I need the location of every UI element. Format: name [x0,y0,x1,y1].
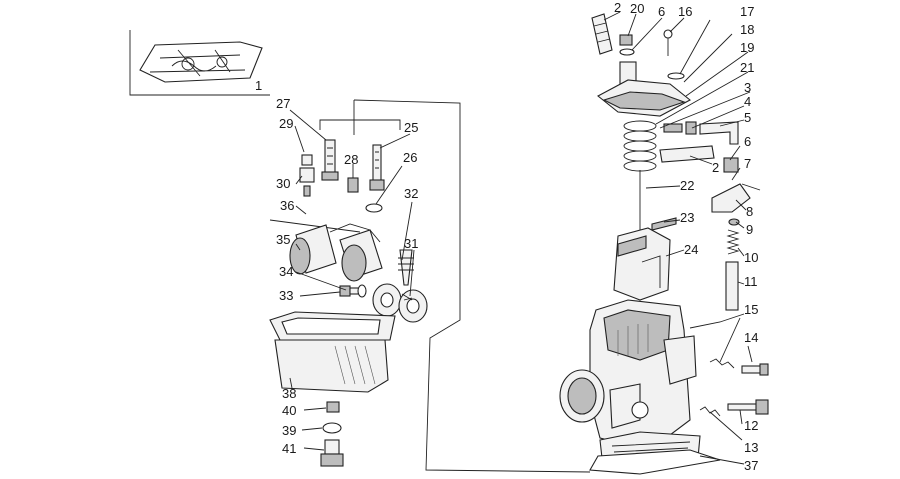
air-screw-14 [709,358,769,376]
callout-37: 37 [744,458,758,473]
needle-valve-part [299,154,315,197]
float-pin [269,219,361,233]
callout-14: 14 [744,330,758,345]
callout-30: 30 [276,176,290,191]
main-jet-part [321,139,339,181]
callout-38: 38 [282,386,296,401]
callout-27: 27 [276,96,290,111]
gasket-kit-drawing [139,41,263,83]
drain-screw-part [339,284,367,298]
callout-26: 26 [403,150,417,165]
leader-lines [289,11,753,465]
callout-10: 10 [744,250,758,265]
callout-24: 24 [684,242,698,257]
washer-39 [322,422,342,434]
callout-2-cable: 2 [712,160,719,175]
nut-4 [685,121,697,135]
grouping-lines [319,99,591,473]
carburetor-body-part [559,299,701,467]
float-part [289,223,383,282]
callout-7: 7 [744,156,751,171]
flange-gasket-37 [589,449,721,475]
nut-6b [723,157,739,173]
throttle-slide-part [613,227,671,301]
callout-19: 19 [740,40,754,55]
float-bowl-part [269,311,396,393]
callout-16: 16 [678,4,692,19]
diaphragm-discs-part [372,283,428,323]
callout-15: 15 [744,302,758,317]
callout-23: 23 [680,210,694,225]
callout-33: 33 [279,288,293,303]
callout-numbers: 1 2 20 6 16 17 18 19 21 3 4 5 6 2 7 22 8… [255,0,758,473]
callout-41: 41 [282,441,296,456]
callout-36: 36 [280,198,294,213]
callout-1: 1 [255,78,262,93]
cable-adjuster-2 [659,145,715,163]
screw-7 [741,183,761,191]
callout-12: 12 [744,418,758,433]
bowl-plug-41 [320,439,344,467]
cable-adjuster-part [591,13,613,55]
nut-20 [619,34,633,46]
callout-6-top: 6 [658,4,665,19]
callout-31: 31 [404,236,418,251]
callout-17: 17 [740,4,754,19]
callout-8: 8 [746,204,753,219]
callout-11: 11 [744,274,758,289]
callout-22: 22 [680,178,694,193]
washer-9 [728,218,740,226]
slide-assembly-group [559,13,769,475]
callout-2-top: 2 [614,0,621,15]
callout-28: 28 [344,152,358,167]
screw-16 [663,29,673,56]
callout-34: 34 [279,264,293,279]
callout-29: 29 [279,116,293,131]
screw-3 [663,123,683,133]
washer-26 [365,203,383,213]
callout-39: 39 [282,423,296,438]
callout-25: 25 [404,120,418,135]
idle-screw-11 [725,261,739,311]
callout-6-right: 6 [744,134,751,149]
callout-9: 9 [746,222,753,237]
callout-18: 18 [740,22,754,37]
emulsion-tube-part [369,144,385,191]
callout-21: 21 [740,60,754,75]
callout-3: 3 [744,80,751,95]
float-chamber-group [269,139,428,467]
idle-jet-part [347,177,359,193]
callout-35: 35 [276,232,290,247]
slide-spring-part [623,120,657,172]
callout-4: 4 [744,94,751,109]
callout-40: 40 [282,403,296,418]
plug-40 [326,401,340,413]
callout-5: 5 [744,110,751,125]
idle-spring-10 [726,229,740,255]
gasket-kit-panel [129,30,270,96]
elbow-5 [699,121,739,145]
top-cap-part [597,61,691,117]
callout-20: 20 [630,1,644,16]
callout-13: 13 [744,440,758,455]
screw-12-13 [699,399,769,417]
washer-6 [619,48,635,56]
float-needle-part [398,249,414,286]
needle-clip [651,217,677,231]
callout-32: 32 [404,186,418,201]
